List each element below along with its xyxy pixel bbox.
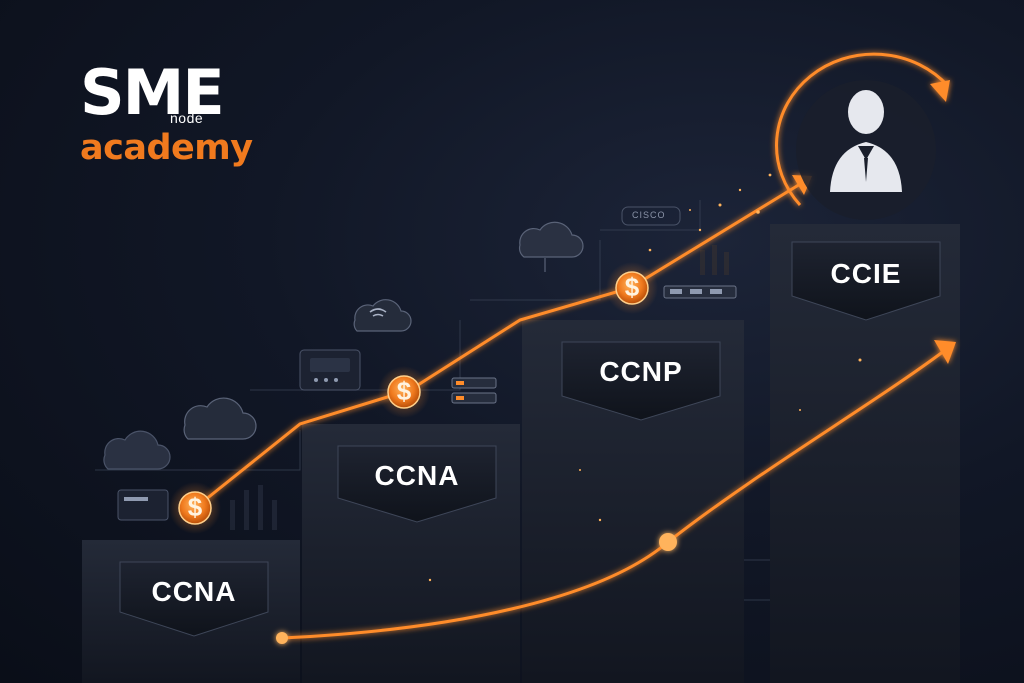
server-icon	[117, 489, 169, 521]
logo: SME node academy	[80, 62, 310, 172]
step-label-ccnp: CCNP	[599, 356, 683, 387]
logo-bottom-text: academy	[80, 128, 253, 168]
progress-arrow-lower	[276, 340, 956, 644]
coin-symbol: $	[624, 272, 640, 302]
step-ccie	[770, 223, 960, 683]
coin-symbol: $	[396, 376, 412, 406]
step-ccna-1	[82, 538, 300, 683]
coin-icon	[169, 482, 221, 534]
curve-node	[276, 632, 288, 644]
router-icon	[299, 349, 361, 391]
sparkles	[428, 173, 862, 582]
step-label-ccna-1: CCNA	[151, 576, 237, 607]
server-icon	[663, 285, 737, 299]
coin-icon	[378, 366, 430, 418]
logo-sub-text: node	[170, 110, 204, 126]
brand-tag: CISCO	[632, 210, 666, 220]
coin-icon	[606, 262, 658, 314]
brand-tag-box	[621, 206, 681, 226]
person-icon	[796, 80, 936, 220]
logo-top-text: SME	[80, 56, 225, 129]
cloud-icon	[183, 397, 257, 440]
wifi-icon	[369, 308, 387, 317]
curve-node	[659, 533, 677, 551]
step-plate	[337, 445, 497, 523]
orbit-arrow	[775, 52, 950, 207]
cloud-icon	[103, 430, 171, 470]
coin-symbol: $	[187, 492, 203, 522]
step-label-ccie: CCIE	[830, 258, 902, 289]
step-plate	[561, 341, 721, 421]
step-ccnp	[522, 318, 744, 683]
server-icon	[451, 377, 497, 404]
step-label-ccna-2: CCNA	[374, 460, 460, 491]
step-ccna-2	[302, 422, 520, 683]
cloud-icon	[518, 221, 584, 272]
step-plate	[791, 241, 941, 321]
step-plate	[119, 561, 269, 637]
